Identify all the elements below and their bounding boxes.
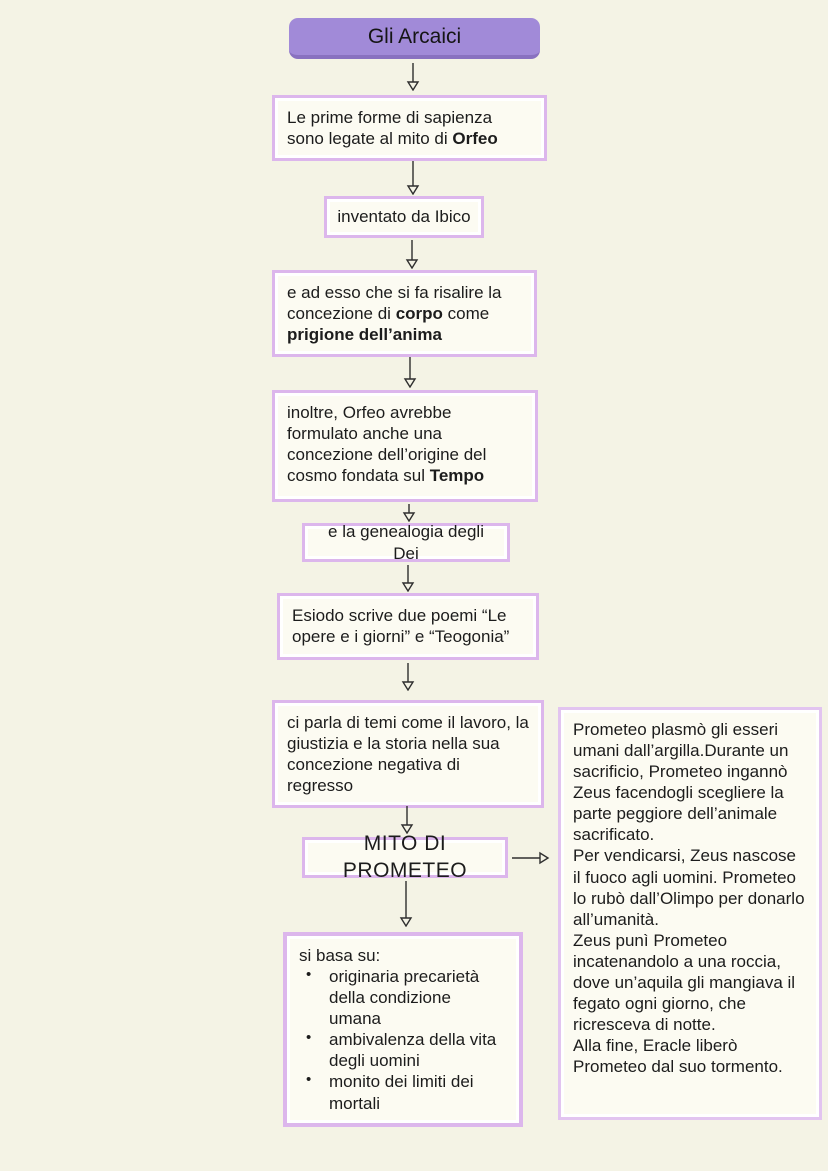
page-title: Gli Arcaici [367,24,462,48]
down-arrow-icon [402,504,416,522]
node-temi: ci parla di temi come il lavoro, la gius… [272,700,544,809]
down-arrow-icon [405,240,419,269]
node-sapienza-orfeo: Le prime forme di sapienza sono legate a… [272,95,547,162]
node-prometeo-story: Prometeo plasmò gli esseri umani dall’ar… [558,707,822,1120]
node-genealogia: e la genealogia degli Dei [302,522,510,563]
node-text: Esiodo scrive due poemi “Le opere e i gi… [292,606,510,647]
node-text: come [442,304,490,324]
down-arrow-icon [403,357,417,388]
down-arrow-icon [401,663,415,691]
down-arrow-icon [406,63,420,91]
node-text: inoltre, Orfeo avrebbe formulato anche u… [287,403,487,486]
node-text: e la genealogia degli Dei [328,522,484,563]
title-box: Gli Arcaici [289,18,540,59]
node-tempo: inoltre, Orfeo avrebbe formulato anche u… [272,390,538,502]
story-text: Prometeo plasmò gli esseri umani dall’ar… [573,720,805,1077]
node-si-basa-su: si basa su: originaria precarietà della … [283,932,523,1127]
node-text-bold: Orfeo [452,129,498,149]
node-text: ci parla di temi come il lavoro, la gius… [287,713,529,796]
list-item: ambivalenza della vita degli uomini [299,1029,507,1071]
down-arrow-icon [400,806,414,834]
down-arrow-icon [399,881,413,927]
node-text-bold: corpo [395,304,443,324]
list-item: monito dei limiti dei mortali [299,1071,507,1113]
node-text-bold: Tempo [429,466,485,486]
node-ibico: inventato da Ibico [324,196,484,238]
node-esiodo: Esiodo scrive due poemi “Le opere e i gi… [277,593,539,660]
node-text: Le prime forme di sapienza sono legate a… [287,108,493,149]
node-corpo-prigione: e ad esso che si fa risalire la concezio… [272,270,537,358]
node-text: MITO DI PROMETEO [342,832,468,882]
bullet-list-header: si basa su: [299,946,381,965]
list-item: originaria precarietà della condizione u… [299,966,507,1029]
down-arrow-icon [406,161,420,195]
node-text-bold: prigione dell’anima [287,325,442,345]
right-arrow-icon [512,851,550,865]
node-text: e ad esso che si fa risalire la concezio… [287,283,502,324]
node-mito-prometeo: MITO DI PROMETEO [302,832,508,882]
down-arrow-icon [401,565,415,592]
bullet-list: originaria precarietà della condizione u… [299,966,507,1114]
node-text: inventato da Ibico [337,207,471,227]
